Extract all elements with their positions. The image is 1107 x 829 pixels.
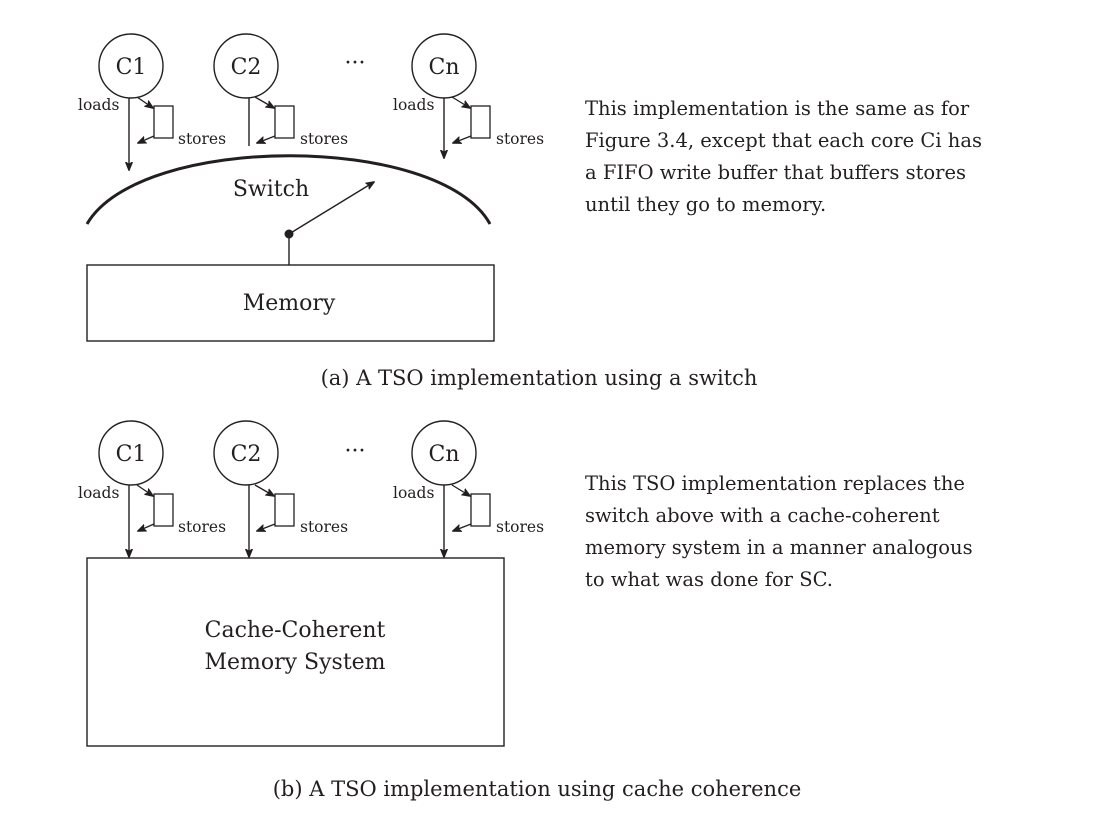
description-line: switch above with a cache-coherent xyxy=(585,504,940,527)
core-circle xyxy=(98,420,164,486)
stores-label: stores xyxy=(496,130,544,148)
loads-label: loads xyxy=(78,484,119,502)
description-line: to what was done for SC. xyxy=(585,568,833,591)
stores-label: stores xyxy=(178,518,226,536)
core-c2-a: C2 stores xyxy=(213,33,348,148)
core-c1-b: C1 loads stores xyxy=(78,420,226,557)
core-label: Cn xyxy=(428,55,459,80)
core-ellipsis: ··· xyxy=(345,51,366,76)
buffer-out-arrow xyxy=(257,135,276,143)
buffer-in-arrow xyxy=(254,484,274,496)
caption-b: (b) A TSO implementation using cache coh… xyxy=(273,777,802,801)
buffer-in-arrow xyxy=(451,96,470,108)
description-line: This implementation is the same as for xyxy=(585,97,970,120)
core-circle xyxy=(213,420,279,486)
cache-coherent-memory-box xyxy=(86,557,505,747)
description-b: This TSO implementation replaces the swi… xyxy=(585,472,973,591)
write-buffer xyxy=(274,105,295,139)
write-buffer xyxy=(470,493,491,527)
buffer-in-arrow xyxy=(136,484,153,496)
write-buffer xyxy=(153,493,174,527)
switch-lever-arrow xyxy=(288,182,374,235)
core-label: C1 xyxy=(116,442,147,467)
write-buffer xyxy=(470,105,491,139)
buffer-in-arrow xyxy=(136,96,153,108)
core-cn-a: Cn loads stores xyxy=(393,33,544,158)
core-c2-b: C2 stores xyxy=(213,420,348,557)
buffer-out-arrow xyxy=(453,523,472,531)
panel-a: C1 loads stores C2 stores ··· Cn loads xyxy=(78,33,982,390)
loads-label: loads xyxy=(78,96,119,114)
description-line: until they go to memory. xyxy=(585,193,826,216)
core-cn-b: Cn loads stores xyxy=(393,420,544,557)
write-buffer xyxy=(153,105,174,139)
core-ellipsis: ··· xyxy=(345,439,366,464)
core-label: C2 xyxy=(231,55,262,80)
panel-b: C1 loads stores C2 stores ··· Cn loads xyxy=(78,420,973,801)
buffer-in-arrow xyxy=(254,96,274,108)
stores-label: stores xyxy=(496,518,544,536)
core-circle xyxy=(98,33,164,99)
memory-label-line-2: Memory System xyxy=(204,650,385,675)
description-a: This implementation is the same as for F… xyxy=(585,97,982,216)
buffer-out-arrow xyxy=(138,135,155,143)
stores-label: stores xyxy=(300,130,348,148)
stores-label: stores xyxy=(178,130,226,148)
memory-label-line-1: Cache-Coherent xyxy=(205,618,386,643)
description-line: a FIFO write buffer that buffers stores xyxy=(585,161,966,184)
write-buffer xyxy=(274,493,295,527)
loads-label: loads xyxy=(393,96,434,114)
stores-label: stores xyxy=(300,518,348,536)
caption-a: (a) A TSO implementation using a switch xyxy=(321,366,758,390)
memory-label: Memory xyxy=(243,291,336,316)
loads-label: loads xyxy=(393,484,434,502)
description-line: memory system in a manner analogous xyxy=(585,536,973,559)
core-circle xyxy=(213,33,279,99)
buffer-out-arrow xyxy=(138,523,155,531)
core-label: C2 xyxy=(231,442,262,467)
core-label: Cn xyxy=(428,442,459,467)
buffer-out-arrow xyxy=(257,523,276,531)
switch-arc xyxy=(85,154,492,225)
core-c1-a: C1 loads stores xyxy=(78,33,226,170)
memory-box xyxy=(86,264,495,342)
buffer-in-arrow xyxy=(451,484,470,496)
description-line: This TSO implementation replaces the xyxy=(585,472,965,495)
core-label: C1 xyxy=(116,55,147,80)
buffer-out-arrow xyxy=(453,135,472,143)
description-line: Figure 3.4, except that each core Ci has xyxy=(585,129,982,152)
switch-label: Switch xyxy=(233,177,309,202)
